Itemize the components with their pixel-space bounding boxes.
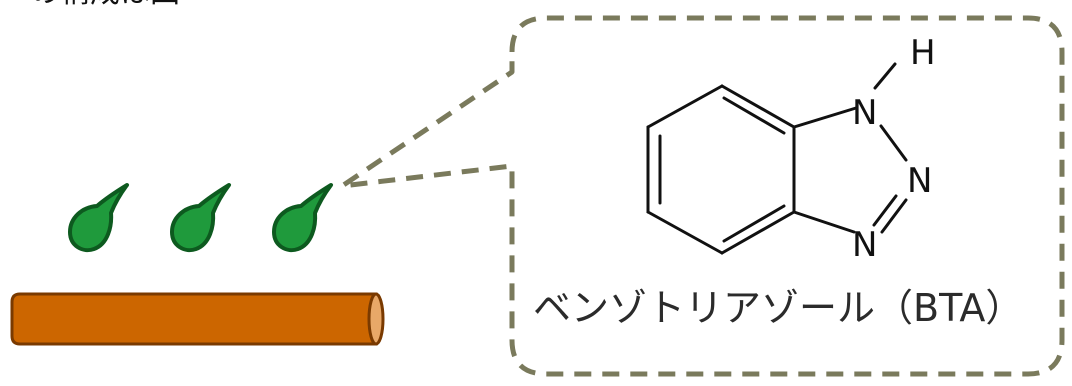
- droplet-1: [68, 183, 129, 252]
- double-bond: [722, 96, 786, 135]
- droplet-2: [170, 183, 231, 252]
- bond: [792, 106, 858, 129]
- atom-label-n3: N: [852, 225, 877, 265]
- benzotriazole-structure: [646, 62, 908, 255]
- clipped-heading-text: ーの構成は図: [0, 0, 180, 8]
- droplet-3: [272, 183, 333, 252]
- bond: [879, 124, 908, 162]
- bond: [880, 198, 908, 234]
- double-bond: [872, 194, 898, 227]
- molecule-caption: ベンゾトリアゾール（BTA）: [533, 286, 1024, 330]
- atom-label-n1: N: [852, 93, 877, 133]
- bond: [873, 62, 897, 90]
- double-bond: [722, 204, 786, 243]
- callout-bubble: [339, 15, 1065, 377]
- atom-label-h: H: [910, 33, 936, 73]
- atom-label-n2: N: [907, 161, 932, 201]
- bond: [646, 210, 724, 255]
- bond: [792, 210, 856, 234]
- copper-pipe: [10, 292, 385, 346]
- bond: [720, 210, 796, 255]
- bond: [720, 84, 796, 129]
- bond: [646, 84, 724, 129]
